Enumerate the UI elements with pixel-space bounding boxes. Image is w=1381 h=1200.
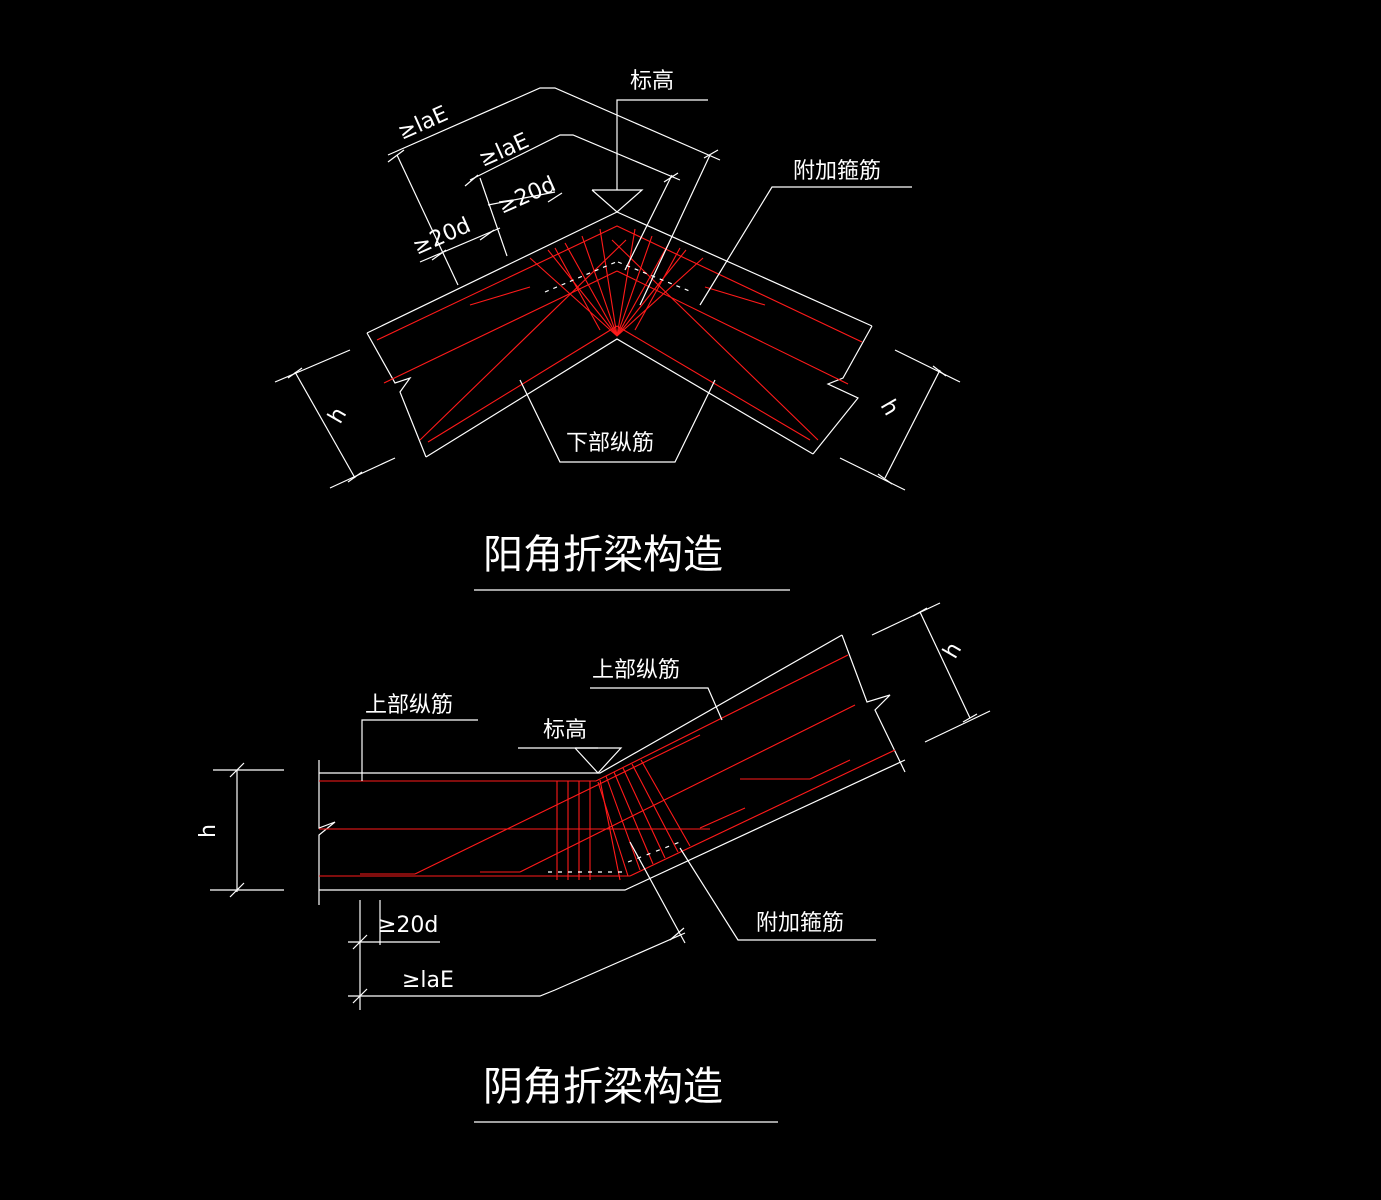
label-bottom-rebar: 下部纵筋: [566, 431, 654, 456]
bottom-rebar: [319, 654, 896, 881]
top-stirrup-ticks: [544, 261, 693, 293]
top-leaders: [519, 99, 912, 463]
bottom-leaders: [361, 687, 876, 941]
bottom-stirrup-ticks: [548, 841, 681, 873]
dim-h-left-bottom: h: [196, 824, 221, 838]
dim-lae-inner: ≥laE: [475, 129, 533, 173]
dim-h-left: h: [324, 403, 353, 428]
dim-20d-bottom: ≥20d: [378, 913, 438, 938]
label-elevation-bottom: 标高: [543, 718, 587, 743]
bottom-dimension-lines: [210, 602, 991, 1010]
top-dimension-lines: [274, 87, 961, 491]
bottom-beam-outline: [318, 634, 906, 905]
title-bottom: 阴角折梁构造: [483, 1064, 723, 1110]
title-top: 阳角折梁构造: [483, 532, 723, 578]
label-elevation-top: 标高: [630, 69, 674, 94]
label-extra-stirrup-top: 附加箍筋: [793, 159, 881, 184]
label-top-rebar-right: 上部纵筋: [592, 658, 680, 683]
label-top-rebar-left: 上部纵筋: [365, 693, 453, 718]
label-extra-stirrup-bottom: 附加箍筋: [756, 911, 844, 936]
top-rebar: [376, 225, 863, 443]
dim-h-right: h: [875, 396, 904, 421]
dim-lae-bottom: ≥laE: [402, 968, 454, 993]
dim-20d-right: ≥20d: [494, 172, 559, 219]
